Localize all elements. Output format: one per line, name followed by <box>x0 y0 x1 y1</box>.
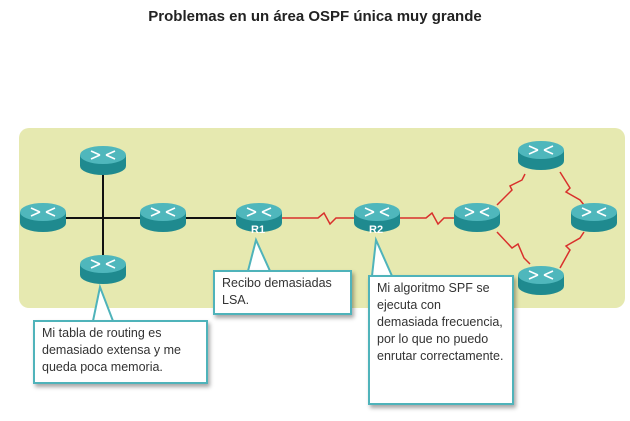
router-icon <box>453 202 501 233</box>
router-icon <box>517 265 565 296</box>
callout-routing-table: Mi tabla de routing es demasiado extensa… <box>33 320 208 384</box>
router-icon <box>79 145 127 176</box>
diagram-title: Problemas en un área OSPF única muy gran… <box>148 8 482 25</box>
router-icon <box>139 202 187 233</box>
router-r1: R1 <box>235 202 283 236</box>
callout-spf: Mi algoritmo SPF se ejecuta con demasiad… <box>368 275 514 405</box>
router-icon <box>517 140 565 171</box>
router-r2-label: R2 <box>369 224 383 236</box>
router-icon <box>79 254 127 285</box>
serial-links <box>282 171 585 269</box>
router-icon <box>570 202 618 233</box>
callout-pointers <box>91 236 394 322</box>
router-icon <box>19 202 67 233</box>
router-r1-label: R1 <box>251 224 265 236</box>
router-r2: R2 <box>353 202 401 236</box>
callout-lsa: Recibo demasiadas LSA. <box>213 270 352 315</box>
